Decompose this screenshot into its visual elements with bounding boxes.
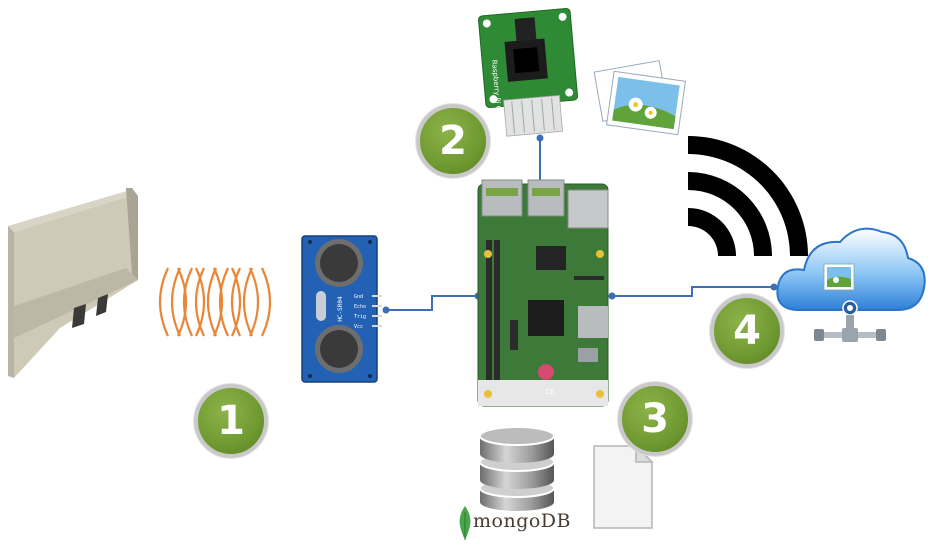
document-icon <box>593 444 654 529</box>
sensor-pin-vcc: Vcc <box>354 324 363 330</box>
step-badge-1: 1 <box>194 384 268 458</box>
step-badge-2: 2 <box>416 104 490 178</box>
mongodb-leaf-icon <box>459 506 471 540</box>
photo-icon <box>593 60 686 136</box>
wifi-signal-icon <box>688 136 808 256</box>
cloud-server-icon <box>776 227 926 342</box>
step-badge-4: 4 <box>710 294 784 368</box>
svg-text:CE: CE <box>545 388 554 396</box>
ultrasonic-waves-icon <box>158 267 272 337</box>
raspberry-pi-board-icon: CE <box>477 179 609 407</box>
sensor-to-pi-line <box>386 295 478 311</box>
ultrasonic-sensor-icon: HC-SR04 Gnd Echo Trig Vcc <box>301 235 382 383</box>
sensor-pin-gnd: Gnd <box>354 294 363 300</box>
sensor-pin-echo: Echo <box>354 304 366 310</box>
pi-camera-icon: Raspberry Pi Camera Rev 1.3 <box>477 7 579 162</box>
obstacle-wall-icon <box>8 188 138 378</box>
mongodb-label: mongoDB <box>473 510 571 532</box>
step-badge-3: 3 <box>618 382 692 456</box>
sensor-pin-trig: Trig <box>354 314 366 320</box>
pi-to-cloud-line <box>612 286 774 297</box>
database-icon <box>479 426 555 511</box>
sensor-model-label: HC-SR04 <box>337 296 344 322</box>
